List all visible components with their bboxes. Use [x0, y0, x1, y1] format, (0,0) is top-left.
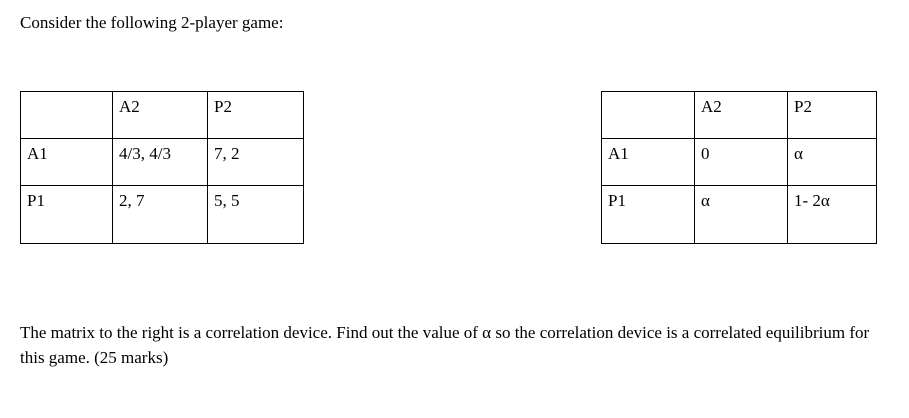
device-cell-p1-a2: α: [694, 185, 788, 244]
game-cell-a1-p2: 7, 2: [207, 138, 304, 186]
game-cell-p1-p2: 5, 5: [207, 185, 304, 244]
intro-text: Consider the following 2-player game:: [20, 13, 284, 32]
table-row: A1 4/3, 4/3 7, 2: [20, 138, 304, 186]
device-row-label-p1: P1: [601, 185, 695, 244]
device-header-corner: [601, 91, 695, 139]
game-header-a2: A2: [112, 91, 208, 139]
game-header-corner: [20, 91, 113, 139]
game-payoff-matrix: A2 P2 A1 4/3, 4/3 7, 2 P1 2, 7 5, 5: [20, 91, 304, 244]
table-row: A1 0 α: [601, 138, 877, 186]
game-row-label-p1: P1: [20, 185, 113, 244]
game-cell-a1-a2: 4/3, 4/3: [112, 138, 208, 186]
game-header-p2: P2: [207, 91, 304, 139]
correlation-device-matrix: A2 P2 A1 0 α P1 α 1- 2α: [601, 91, 877, 244]
device-cell-a1-p2: α: [787, 138, 877, 186]
table-row-header: A2 P2: [601, 91, 877, 139]
table-row: P1 2, 7 5, 5: [20, 185, 304, 244]
question-text: The matrix to the right is a correlation…: [20, 323, 870, 367]
device-cell-p1-p2: 1- 2α: [787, 185, 877, 244]
game-row-label-a1: A1: [20, 138, 113, 186]
device-cell-a1-a2: 0: [694, 138, 788, 186]
device-header-a2: A2: [694, 91, 788, 139]
device-header-p2: P2: [787, 91, 877, 139]
table-row: P1 α 1- 2α: [601, 185, 877, 244]
table-row-header: A2 P2: [20, 91, 304, 139]
device-row-label-a1: A1: [601, 138, 695, 186]
game-cell-p1-a2: 2, 7: [112, 185, 208, 244]
